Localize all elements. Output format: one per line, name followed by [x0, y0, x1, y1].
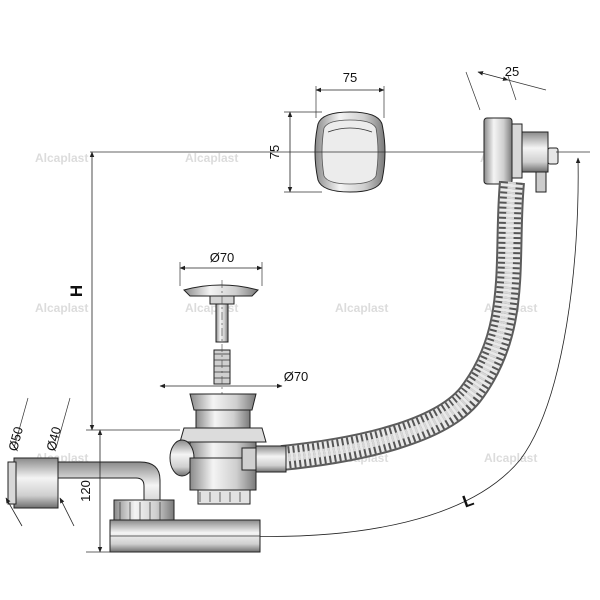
drain-height-label: 120 [78, 480, 93, 502]
watermark-text: Alcaplast [185, 151, 238, 165]
outlet-outer-diameter-label: Ø50 [5, 425, 26, 453]
overflow-depth-label: 25 [505, 64, 519, 79]
height-dimension: H [67, 151, 95, 431]
button-width-label: 75 [343, 70, 357, 85]
drain-diameter-label: Ø70 [284, 369, 309, 384]
watermark-text: Alcaplast [35, 151, 88, 165]
outlet-inner-diameter-label: Ø40 [43, 425, 64, 453]
siphon-trap [7, 457, 261, 553]
length-label: L [460, 490, 476, 511]
watermark-text: Alcaplast [335, 301, 388, 315]
watermark-text: Alcaplast [484, 451, 537, 465]
drain-body: Ø70 [159, 369, 309, 505]
outlet-dimensions: Ø50 Ø40 [5, 397, 75, 527]
overflow-depth-dimension: 25 [465, 64, 547, 111]
corrugated-hose [280, 180, 525, 471]
plug-diameter-label: Ø70 [210, 250, 235, 265]
watermark-text: Alcaplast [35, 301, 88, 315]
height-label: H [67, 285, 86, 297]
plug-stopper: Ø70 [179, 250, 263, 400]
drain-height-dimension: 120 [78, 429, 120, 553]
button-width-dimension: 75 [315, 70, 385, 118]
length-dimension: L [239, 151, 590, 539]
overflow-head [483, 117, 559, 193]
